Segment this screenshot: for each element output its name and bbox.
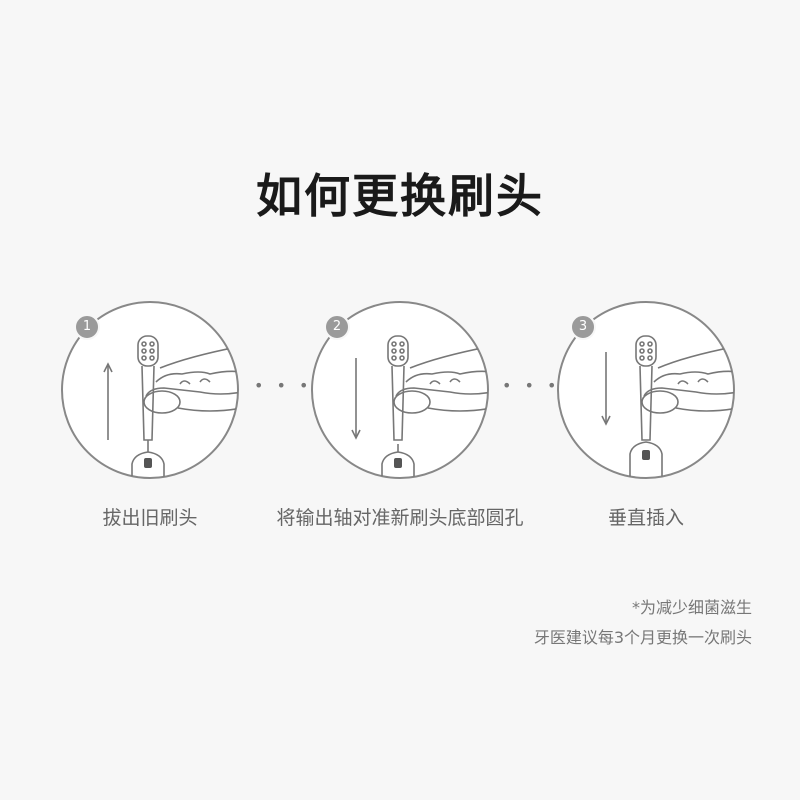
step-2-number-badge: 2 [324, 314, 350, 340]
step-3-image [557, 301, 735, 479]
footnote-line-2: 牙医建议每3个月更换一次刷头 [533, 628, 752, 647]
step-1-label: 拔出旧刷头 [102, 507, 198, 529]
page-title: 如何更换刷头 [256, 169, 544, 223]
step-2-illustration: 2 [310, 300, 490, 480]
step-3-illustration: 3 [556, 300, 736, 480]
step-1-number-badge: 1 [74, 314, 100, 340]
step-separator-1: • • • [254, 376, 313, 395]
step-2-image [311, 301, 489, 479]
step-separator-2: • • • [502, 376, 561, 395]
footnote-line-1: *为减少细菌滋生 [631, 598, 752, 617]
step-3-label: 垂直插入 [607, 507, 684, 529]
step-1-illustration: 1 [60, 300, 240, 480]
step-2-label: 将输出轴对准新刷头底部圆孔 [276, 507, 524, 529]
step-3-number-badge: 3 [570, 314, 596, 340]
step-1-image [61, 301, 239, 479]
